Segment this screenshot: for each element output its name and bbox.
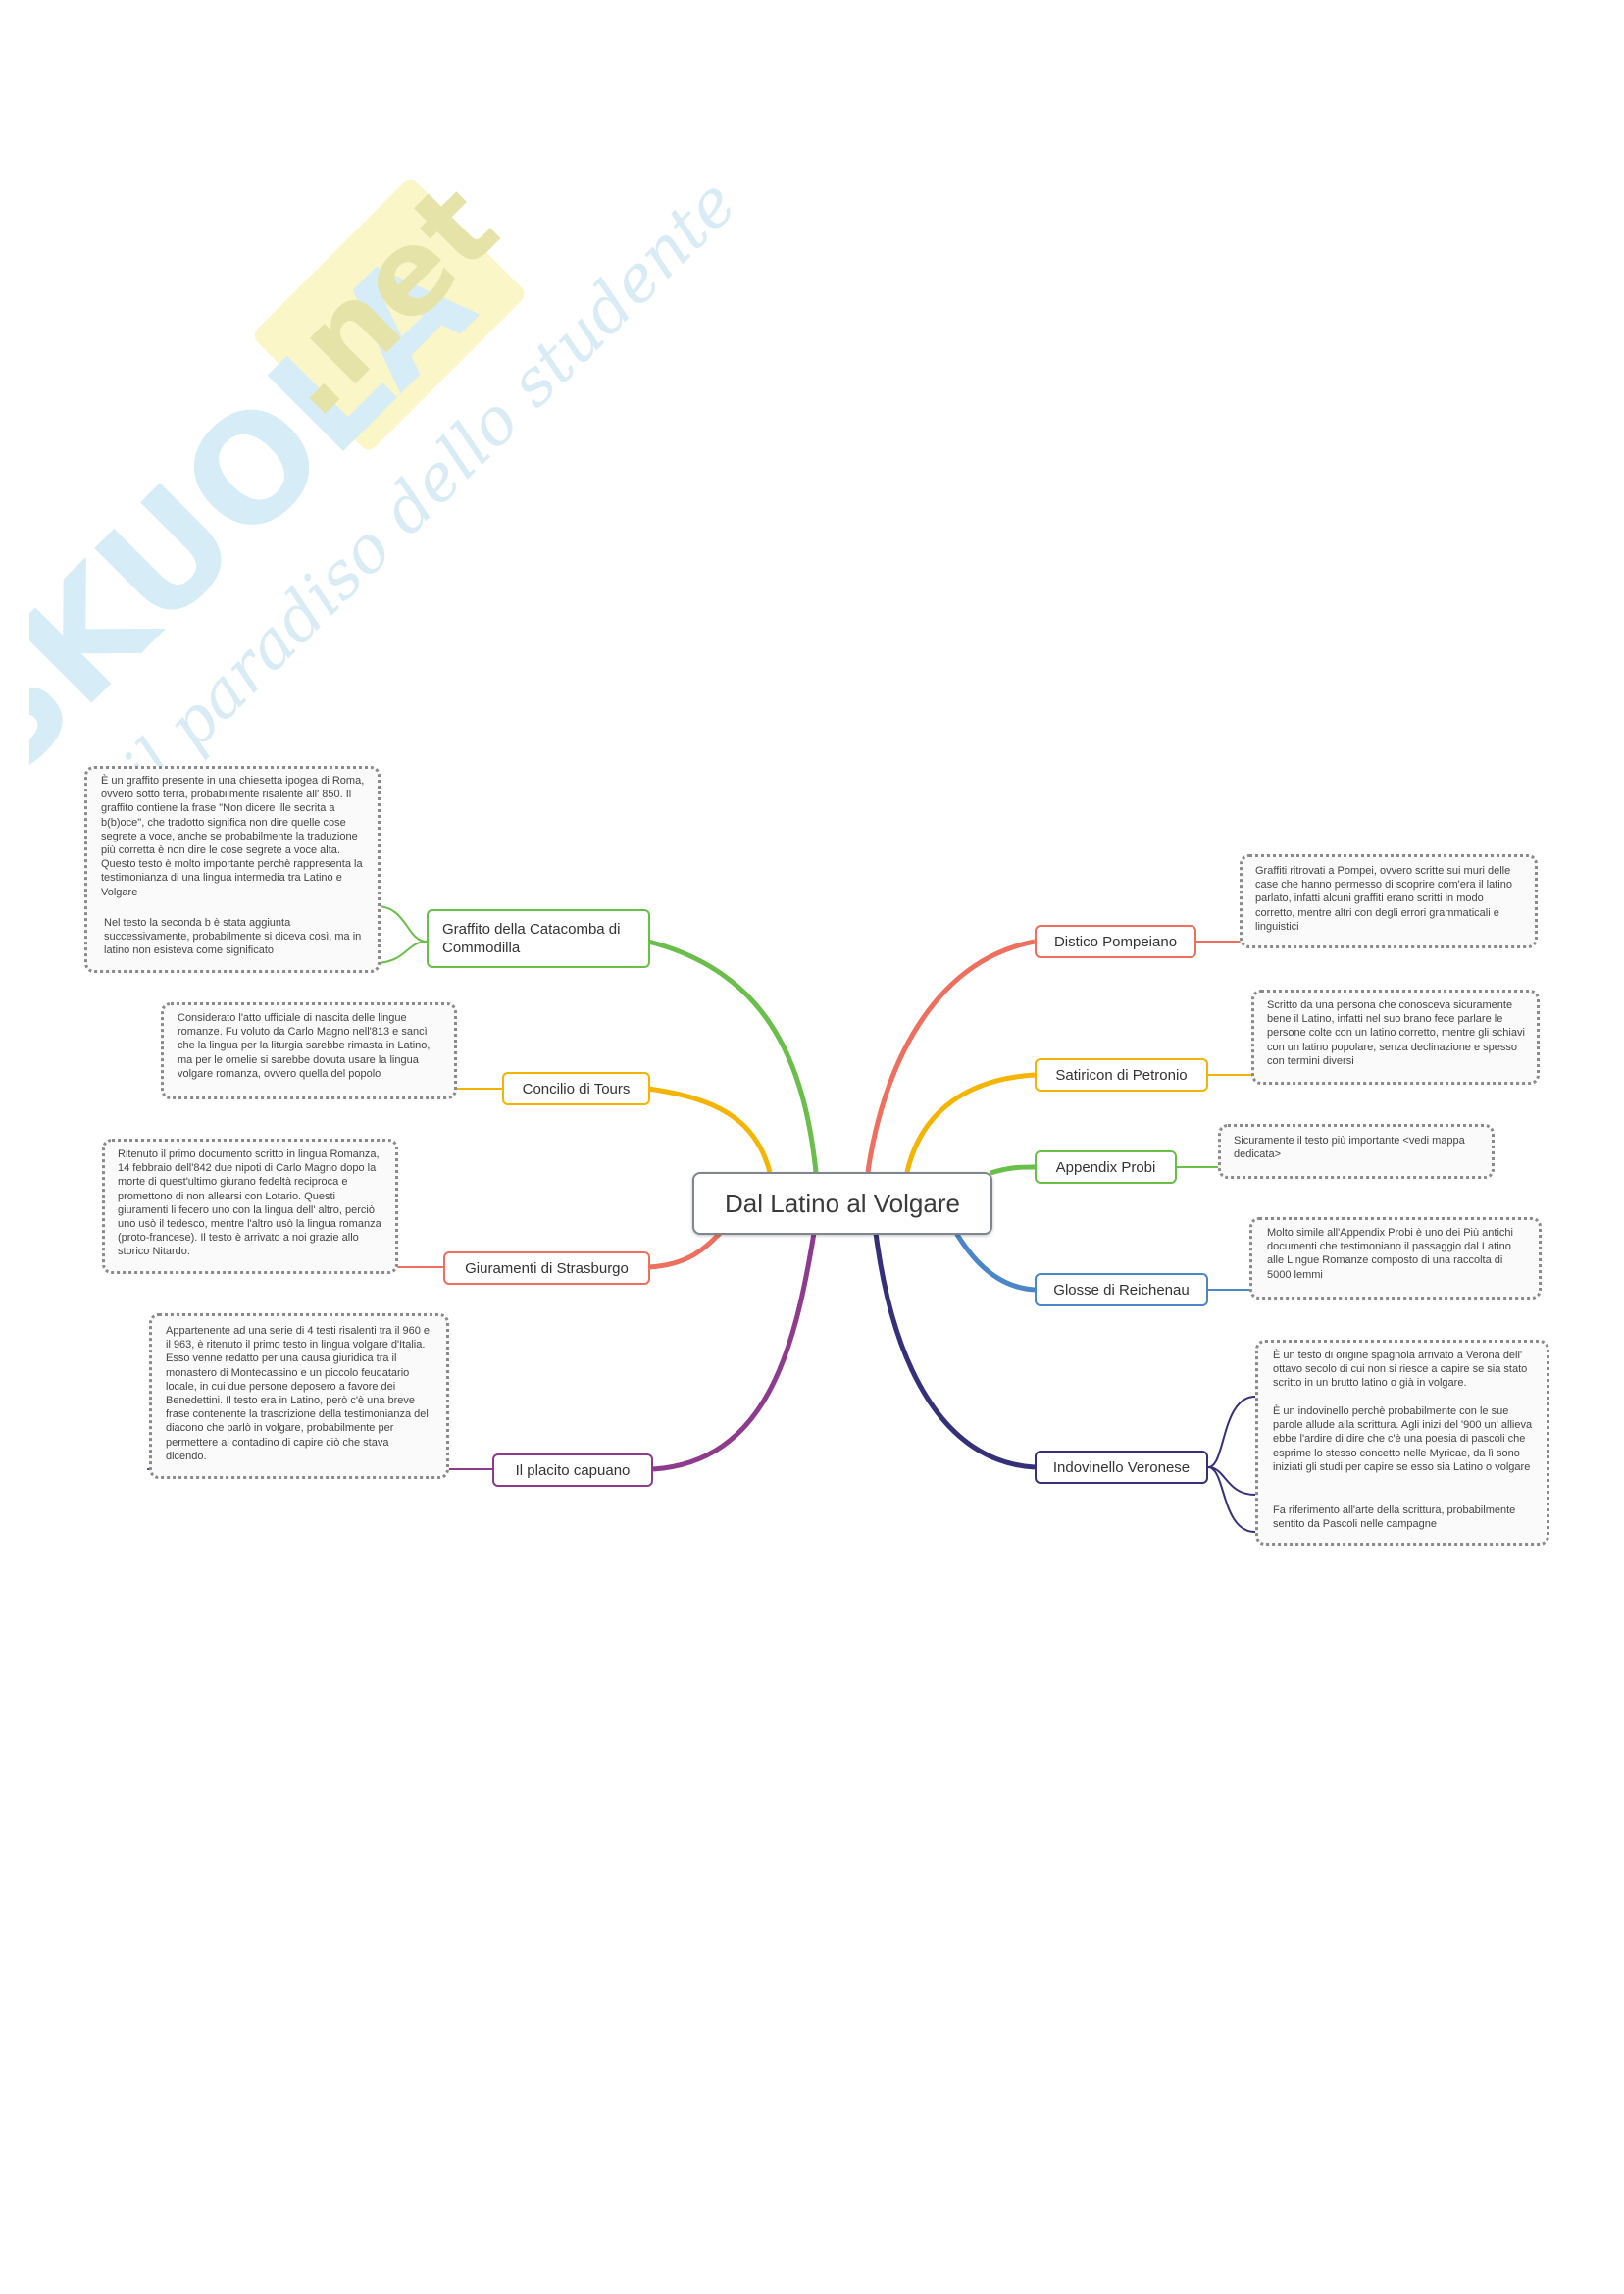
note-box-graffito — [84, 766, 381, 973]
branch-distico — [865, 939, 1036, 1173]
branch-glosse — [953, 1231, 1036, 1293]
note-box-satiricon — [1251, 990, 1540, 1085]
topic-label: Distico Pompeiano — [1053, 933, 1178, 950]
topic-glosse[interactable]: Glosse di Reichenau — [1035, 1273, 1208, 1306]
topic-label: Glosse di Reichenau — [1053, 1281, 1190, 1299]
root-topic[interactable]: Dal Latino al Volgare — [692, 1172, 992, 1235]
topic-label: Concilio di Tours — [522, 1080, 631, 1097]
link-graffito-notes — [377, 905, 428, 964]
branch-indovinello — [873, 1232, 1036, 1470]
note-box-indovinello — [1255, 1340, 1549, 1546]
note-text: Molto simile all'Appendix Probi è uno de… — [1267, 1227, 1513, 1281]
note-text: Graffiti ritrovati a Pompei, ovvero scri… — [1255, 865, 1512, 933]
topic-tours[interactable]: Concilio di Tours — [502, 1072, 650, 1105]
topic-appendix[interactable]: Appendix Probi — [1035, 1150, 1177, 1184]
topic-graffito[interactable]: Graffito della Catacomba di Commodilla — [427, 909, 650, 968]
note-box-tours — [161, 1002, 457, 1099]
note-text: È un indovinello perchè probabilmente co… — [1273, 1405, 1533, 1473]
note-text: Nel testo la seconda b è stata aggiunta … — [104, 917, 362, 957]
topic-distico[interactable]: Distico Pompeiano — [1035, 925, 1196, 958]
note-text: Appartenente ad una serie di 4 testi ris… — [166, 1325, 431, 1462]
topic-strasburgo[interactable]: Giuramenti di Strasburgo — [443, 1251, 650, 1285]
topic-placito[interactable]: Il placito capuano — [492, 1453, 653, 1487]
note-text: È un testo di origine spagnola arrivato … — [1273, 1350, 1528, 1390]
branch-placito — [652, 1232, 817, 1472]
note-text: È un graffito presente in una chiesetta … — [101, 775, 365, 898]
note-box-glosse — [1249, 1217, 1542, 1300]
topic-label: Satiricon di Petronio — [1055, 1066, 1188, 1084]
note-text: Scritto da una persona che conosceva sic… — [1267, 999, 1525, 1067]
note-text: Fa riferimento all'arte della scrittura,… — [1273, 1504, 1516, 1531]
topic-label: Graffito della Catacomba di Commodilla — [442, 921, 621, 956]
note-text: Sicuramente il testo più importante <ved… — [1234, 1135, 1465, 1161]
note-box-strasburgo — [102, 1139, 398, 1274]
root-title: Dal Latino al Volgare — [725, 1188, 960, 1218]
topic-indovinello[interactable]: Indovinello Veronese — [1035, 1451, 1208, 1484]
note-text: Ritenuto il primo documento scritto in l… — [118, 1148, 381, 1258]
watermark-badge — [254, 179, 525, 450]
note-box-placito — [149, 1313, 449, 1479]
note-box-appendix — [1218, 1124, 1495, 1179]
note-box-distico — [1240, 854, 1538, 948]
note-text: Considerato l'atto ufficiale di nascita … — [178, 1012, 431, 1080]
topic-label: Indovinello Veronese — [1052, 1458, 1191, 1476]
branch-tours — [647, 1086, 773, 1173]
link-indovinello-notes — [1207, 1396, 1256, 1533]
branch-graffito — [647, 939, 819, 1173]
skuola-watermark-logo: SKUOLA .net il paradiso dello studente — [29, 159, 736, 785]
branch-satiricon — [904, 1072, 1036, 1173]
topic-label: Appendix Probi — [1055, 1158, 1156, 1176]
topic-satiricon[interactable]: Satiricon di Petronio — [1035, 1058, 1208, 1092]
topic-label: Giuramenti di Strasburgo — [465, 1259, 629, 1277]
branch-appendix — [990, 1164, 1036, 1176]
topic-label: Il placito capuano — [515, 1461, 631, 1479]
